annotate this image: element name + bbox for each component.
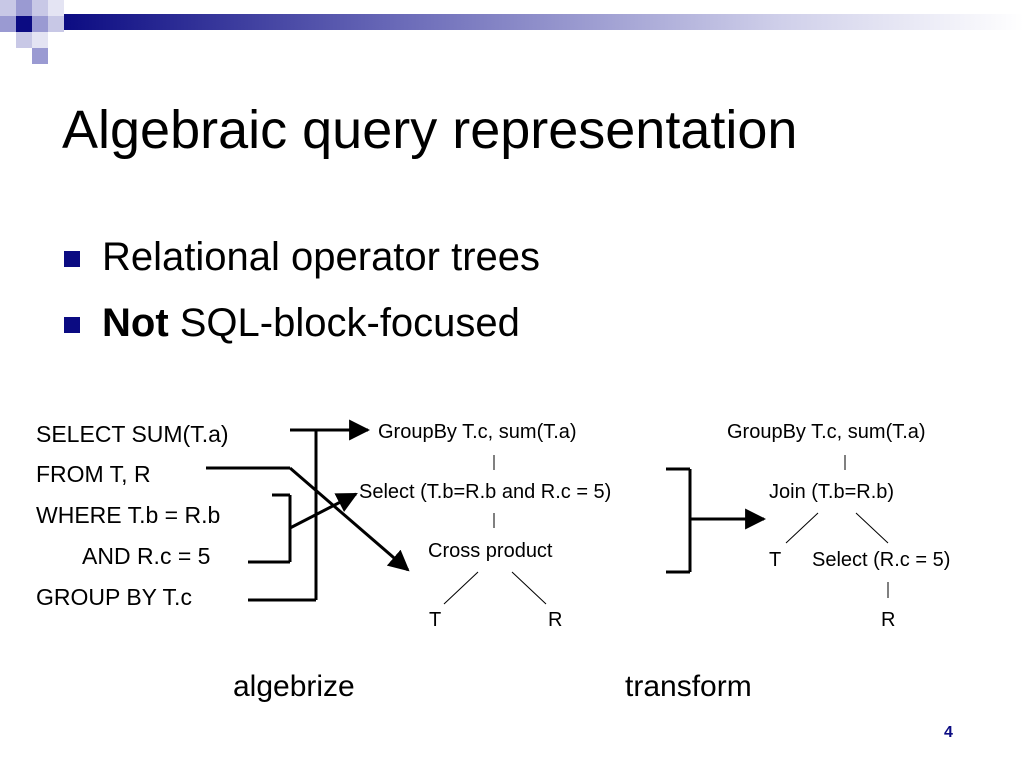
groupby-connector — [248, 428, 318, 602]
tree1-edge — [443, 571, 479, 605]
header-square — [32, 32, 48, 48]
header-decoration — [0, 0, 1024, 64]
header-square — [0, 16, 16, 32]
header-gradient-bar — [62, 14, 1024, 30]
tree1-leaf-t: T — [429, 609, 441, 631]
caption-algebrize: algebrize — [233, 670, 355, 703]
tree2-select-node: Select (R.c = 5) — [812, 549, 950, 571]
header-square — [48, 0, 64, 16]
slide-title: Algebraic query representation — [62, 100, 798, 160]
from-arrow — [289, 466, 410, 572]
tree2-groupby-node: GroupBy T.c, sum(T.a) — [727, 421, 926, 443]
where-bracket — [248, 493, 292, 564]
bullet-text: Relational operator trees — [102, 235, 541, 279]
sql-from-line: FROM T, R — [36, 461, 151, 487]
tree2-edge — [785, 512, 819, 544]
tree1-edge — [511, 571, 547, 605]
header-square — [32, 16, 48, 32]
header-square — [16, 32, 32, 48]
sql-and-line: AND R.c = 5 — [82, 543, 210, 569]
tree2-edge — [855, 512, 889, 544]
header-square — [16, 16, 32, 32]
sql-groupby-line: GROUP BY T.c — [36, 584, 192, 610]
tree1-groupby-node: GroupBy T.c, sum(T.a) — [378, 421, 577, 443]
tree2-join-node: Join (T.b=R.b) — [769, 481, 894, 503]
sql-select-line: SELECT SUM(T.a) — [36, 421, 229, 447]
caption-transform: transform — [625, 670, 752, 703]
tree2-leaf-t: T — [769, 549, 781, 571]
bullet-text: Not SQL-block-focused — [102, 298, 520, 348]
tree1-leaf-r: R — [548, 609, 562, 631]
header-square — [0, 0, 16, 16]
header-square — [16, 0, 32, 16]
tree2-leaf-r: R — [881, 609, 895, 631]
tree1-select-node: Select (T.b=R.b and R.c = 5) — [359, 481, 611, 503]
header-square — [32, 0, 48, 16]
header-square — [48, 16, 64, 32]
tree1-cross-product-node: Cross product — [428, 540, 553, 562]
sql-where-line: WHERE T.b = R.b — [36, 502, 220, 528]
bullet-square-icon — [64, 251, 80, 267]
bullet-emphasis: Not — [102, 301, 169, 345]
page-number: 4 — [944, 724, 953, 741]
where-arrow — [289, 492, 358, 530]
transform-bracket — [666, 467, 692, 574]
bullet-rest: SQL-block-focused — [168, 301, 520, 345]
header-square — [32, 48, 48, 64]
bullet-square-icon — [64, 317, 80, 333]
